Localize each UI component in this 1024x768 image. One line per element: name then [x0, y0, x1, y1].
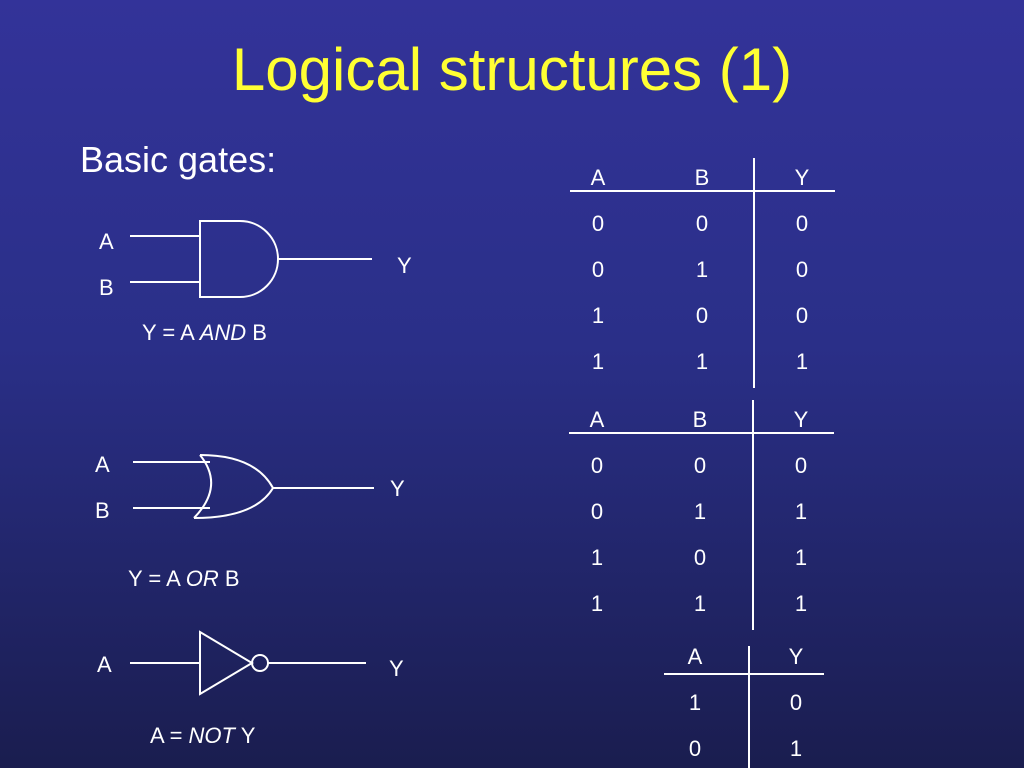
table-cell: 1	[590, 591, 604, 616]
table-cell: 1	[789, 736, 803, 761]
slide-subtitle: Basic gates:	[80, 139, 277, 180]
and-eq-op: AND	[199, 320, 247, 345]
or-output-label: Y	[390, 476, 405, 501]
table-cell: 0	[591, 211, 605, 236]
table-cell: 0	[795, 257, 809, 282]
table-header: Y	[793, 407, 809, 432]
and-equation: Y = A AND B	[142, 320, 267, 346]
table-cell: 1	[693, 499, 707, 524]
not-output-label: Y	[389, 656, 404, 681]
table-header: Y	[788, 644, 804, 669]
not-equation: A = NOT Y	[150, 723, 255, 749]
and-input-b-label: B	[99, 275, 114, 300]
table-header: A	[589, 407, 605, 432]
table-header-rule	[569, 432, 834, 434]
and-gate-symbol	[130, 220, 372, 298]
table-cell: 1	[693, 591, 707, 616]
table-divider	[752, 400, 754, 630]
table-cell: 0	[695, 303, 709, 328]
table-header-rule	[570, 190, 835, 192]
not-input-a-label: A	[97, 652, 112, 677]
or-eq-op: OR	[185, 566, 219, 591]
or-eq-right: B	[218, 566, 240, 591]
not-gate-symbol	[130, 630, 366, 696]
table-header-rule	[664, 673, 824, 675]
table-divider	[748, 646, 750, 768]
table-header: B	[692, 407, 708, 432]
and-input-a-label: A	[99, 229, 114, 254]
table-cell: 0	[693, 545, 707, 570]
table-cell: 1	[688, 690, 702, 715]
and-output-label: Y	[397, 253, 412, 278]
table-cell: 1	[591, 303, 605, 328]
table-cell: 0	[688, 736, 702, 761]
not-eq-op: NOT	[188, 723, 235, 748]
table-cell: 1	[590, 545, 604, 570]
table-cell: 0	[693, 453, 707, 478]
table-header: B	[694, 165, 710, 190]
not-eq-right: Y	[235, 723, 256, 748]
or-input-a-label: A	[95, 452, 110, 477]
table-cell: 0	[590, 453, 604, 478]
table-header: A	[590, 165, 606, 190]
table-cell: 0	[695, 211, 709, 236]
table-cell: 1	[794, 591, 808, 616]
and-eq-left: Y = A	[142, 320, 200, 345]
table-cell: 0	[795, 303, 809, 328]
table-cell: 0	[591, 257, 605, 282]
table-cell: 0	[789, 690, 803, 715]
not-eq-left: A =	[150, 723, 189, 748]
or-input-b-label: B	[95, 498, 110, 523]
and-eq-right: B	[246, 320, 267, 345]
table-cell: 1	[794, 499, 808, 524]
or-equation: Y = A OR B	[128, 566, 240, 592]
table-cell: 0	[795, 211, 809, 236]
table-cell: 0	[794, 453, 808, 478]
or-eq-left: Y = A	[128, 566, 186, 591]
table-header: A	[687, 644, 703, 669]
table-cell: 1	[591, 349, 605, 374]
table-cell: 1	[695, 349, 709, 374]
or-gate-symbol	[133, 454, 374, 519]
table-divider	[753, 158, 755, 388]
table-cell: 0	[590, 499, 604, 524]
table-cell: 1	[695, 257, 709, 282]
table-cell: 1	[795, 349, 809, 374]
table-header: Y	[794, 165, 810, 190]
slide-title: Logical structures (1)	[231, 36, 793, 103]
table-cell: 1	[794, 545, 808, 570]
